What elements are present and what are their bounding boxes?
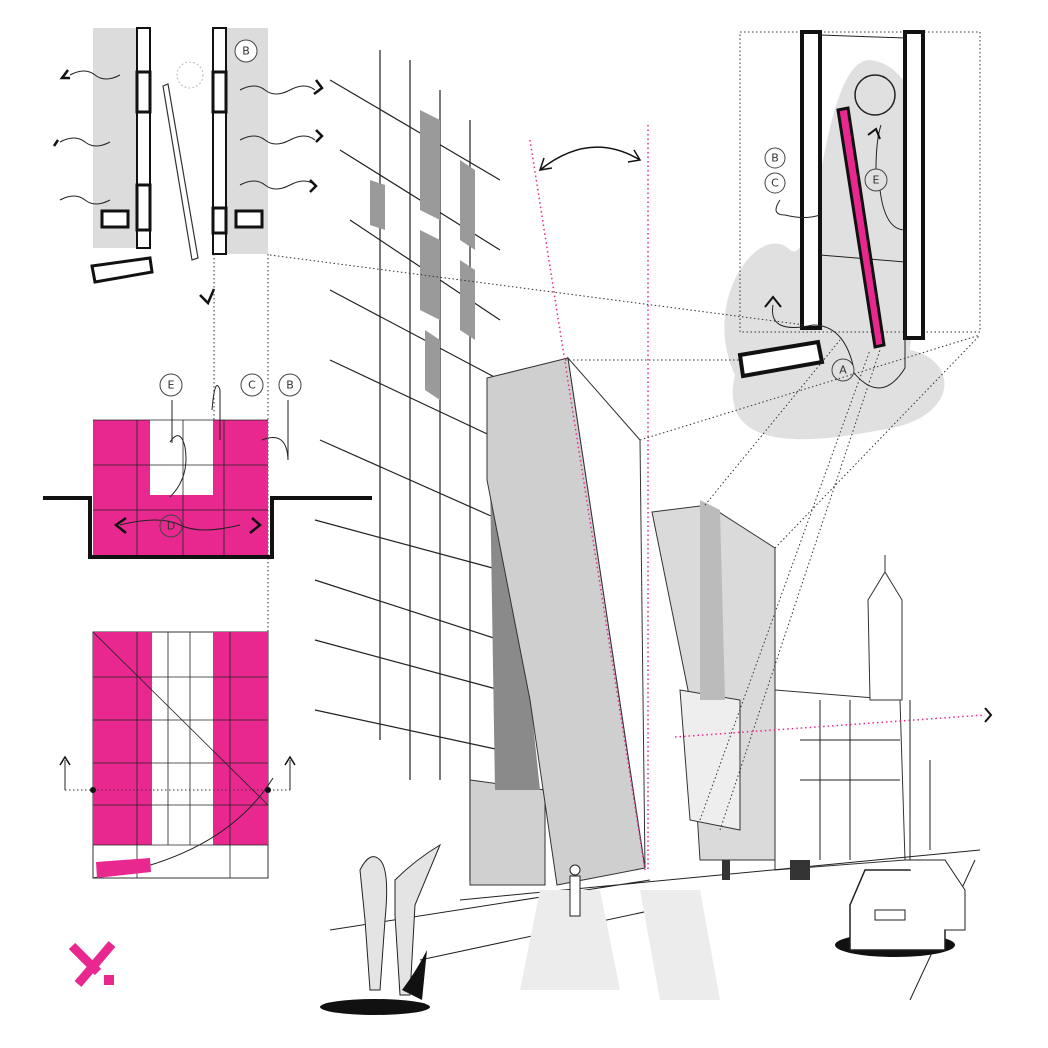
lower-plan bbox=[59, 631, 296, 879]
right-building bbox=[651, 500, 993, 871]
label-b: B bbox=[242, 45, 250, 58]
label-circle-b bbox=[234, 39, 258, 63]
detail-inset: B C E A bbox=[269, 30, 981, 831]
inset-label-e: E bbox=[873, 174, 880, 187]
label-e: E bbox=[168, 379, 175, 392]
label-b: B bbox=[286, 379, 294, 392]
inset-label-c: C bbox=[771, 177, 779, 190]
label-c: C bbox=[248, 379, 256, 392]
inset-label-a: A bbox=[839, 364, 847, 377]
street bbox=[320, 849, 981, 1015]
people bbox=[359, 843, 810, 1000]
grey-slab bbox=[486, 356, 646, 886]
label-d: D bbox=[167, 520, 175, 533]
car bbox=[835, 859, 966, 957]
x-dot-logo-icon bbox=[68, 941, 116, 987]
inset-label-b: B bbox=[771, 152, 779, 165]
top-left-plan: B bbox=[52, 27, 324, 632]
middle-plan: E C B D bbox=[43, 373, 372, 559]
